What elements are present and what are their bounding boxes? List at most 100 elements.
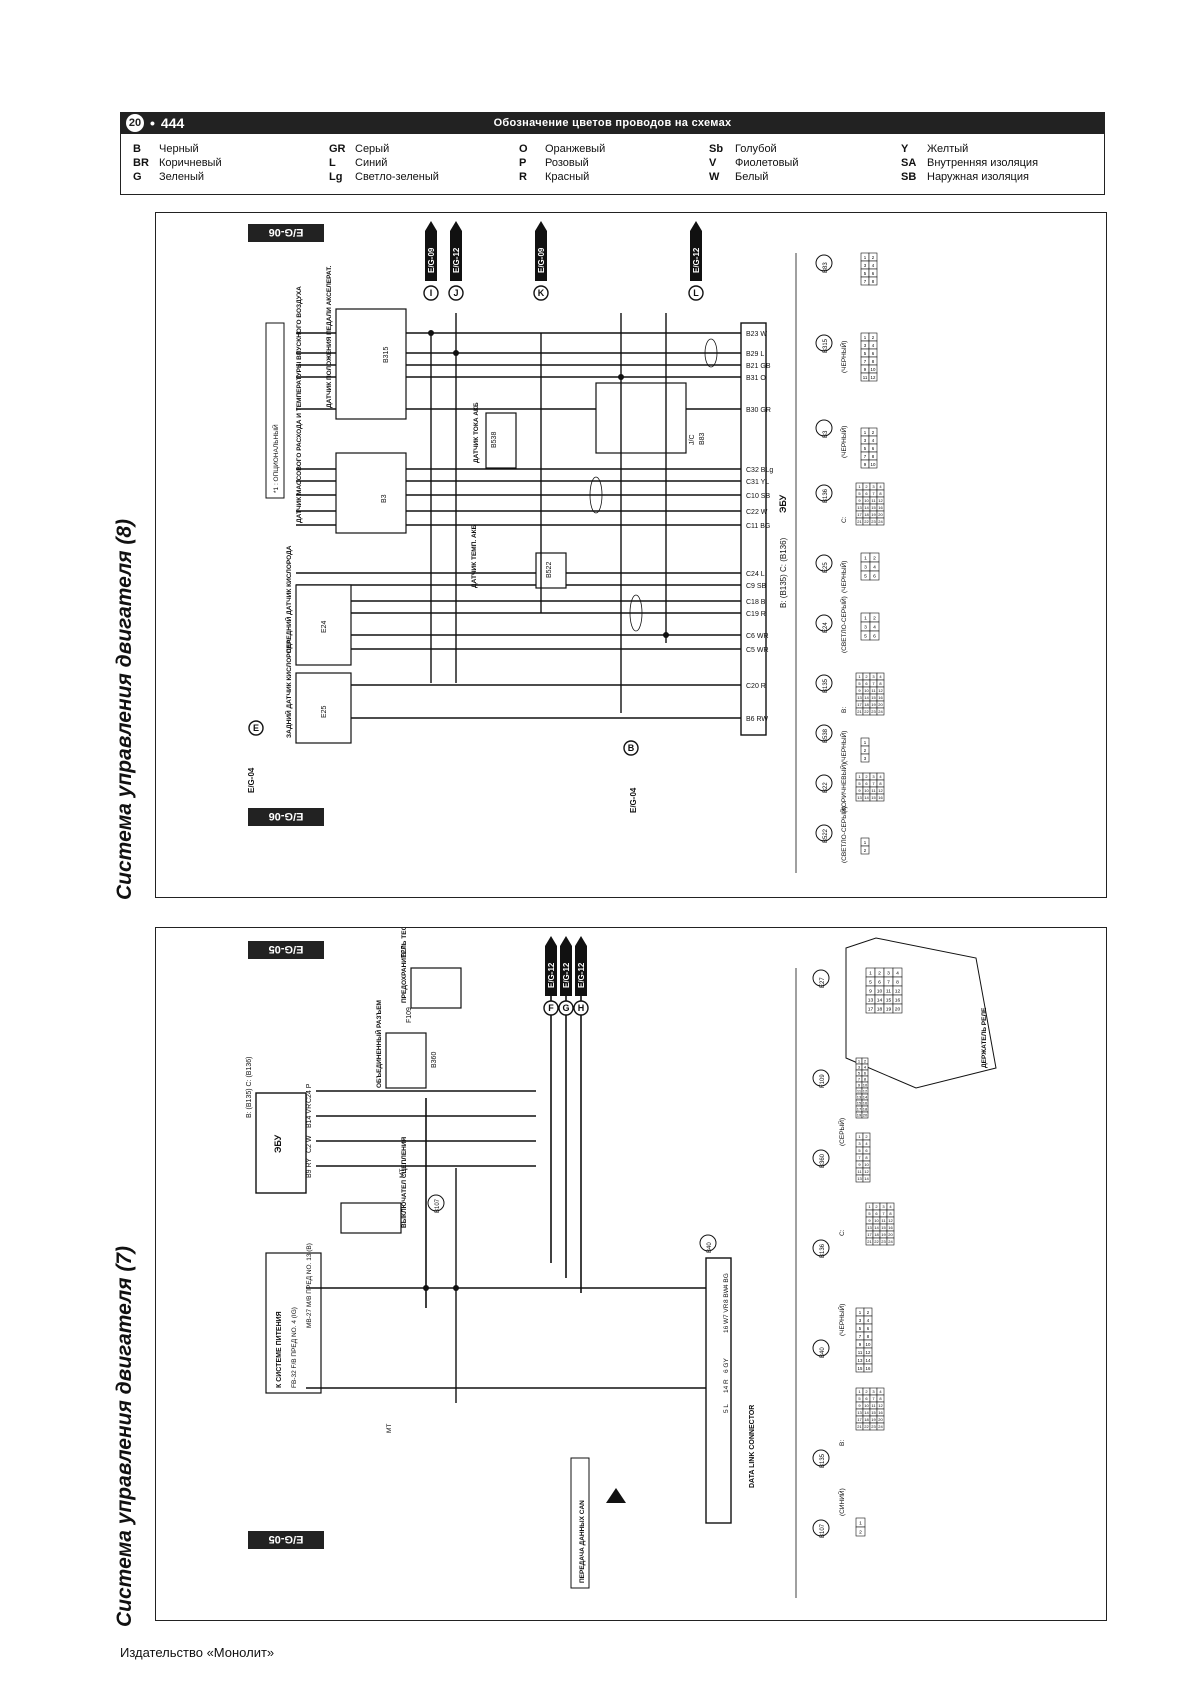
connector-pin-number: 6 xyxy=(872,446,875,451)
connector-pin-number: 10 xyxy=(864,498,869,503)
connector-pin-number: 24 xyxy=(878,709,883,714)
link-circle xyxy=(448,285,464,301)
connector-pin-number: 10 xyxy=(871,462,876,467)
connector-pin-number: 4 xyxy=(872,438,875,443)
link-circle xyxy=(543,1000,559,1016)
color-code: Lg xyxy=(329,171,343,183)
connector-pin xyxy=(892,1003,903,1014)
connector-id-circle xyxy=(812,1239,830,1257)
connector-pin-number: 18 xyxy=(877,1006,883,1012)
color-name: Синий xyxy=(355,157,388,169)
power-system-box xyxy=(265,1252,322,1394)
test-fuse-connector-id: E27 xyxy=(401,945,408,958)
color-name: Наружная изоляция xyxy=(927,171,1029,183)
connector-pin-number: 1 xyxy=(858,484,861,489)
header-title: Обозначение цветов проводов на схемах xyxy=(493,117,732,129)
connector-pin-number: 11 xyxy=(886,988,891,994)
connector-pin-number: 8 xyxy=(879,1396,882,1401)
connector-pin-number: 11 xyxy=(863,375,868,380)
connector-pin-number: 11 xyxy=(871,498,876,503)
color-code: P xyxy=(519,157,527,169)
color-code: BR xyxy=(133,157,149,169)
connector-pin-number: 16 xyxy=(863,1100,868,1105)
connector-pin-number: 19 xyxy=(886,1006,892,1012)
connector-pin-number: 4 xyxy=(873,564,876,570)
link-arrow-head xyxy=(425,221,437,231)
connector-view-id: B135 xyxy=(820,1453,826,1468)
connector-pin-number: 4 xyxy=(872,263,875,268)
connector-view-note: B: xyxy=(841,707,848,713)
connector-pin-number: 19 xyxy=(871,512,876,517)
connector-pin-number: 6 xyxy=(873,573,876,579)
accel-pedal-label: ДАТЧИК ПОЛОЖЕНИЯ ПЕДАЛИ АКСЕЛЕРАТ. xyxy=(326,266,333,408)
connector-pin-number: 13 xyxy=(868,997,874,1003)
link-J: J xyxy=(453,288,458,298)
connector-pin-number: 10 xyxy=(874,1218,879,1223)
bullet: • xyxy=(150,115,155,131)
connector-pin-number: 5 xyxy=(868,1211,871,1216)
connector-pin xyxy=(869,570,880,581)
connector-pin-number: 12 xyxy=(878,788,883,793)
section-badge: 20 xyxy=(126,114,144,132)
ecu-pin-label: C10 SB xyxy=(746,493,770,500)
connector-pin-number: 7 xyxy=(858,1076,861,1081)
dlc-pin-label: 16 W xyxy=(723,1317,730,1333)
connector-pin-number: 3 xyxy=(872,484,875,489)
can-arrow xyxy=(606,1488,626,1503)
ecu-label: ЭБУ xyxy=(273,1134,283,1153)
fuse-mb-label: MB-27 M/B ПРЕД NO. 13 (B) xyxy=(306,1243,313,1328)
connector-pin-number: 13 xyxy=(857,1094,862,1099)
connector-pin xyxy=(876,517,885,526)
connector-pin-number: 14 xyxy=(866,1358,871,1363)
link-arrow-body xyxy=(690,231,702,281)
relay-holder-label: ДЕРЖАТЕЛЬ РЕЛЕ xyxy=(981,1007,988,1068)
clutch-switch xyxy=(340,1202,402,1234)
link-E-ref: E/G-04 xyxy=(247,767,256,793)
connector-pin-number: 7 xyxy=(864,279,867,284)
connector-pin-number: 2 xyxy=(872,430,875,435)
connector-pin-number: 7 xyxy=(872,681,875,686)
connector-pin-number: 19 xyxy=(857,1112,862,1117)
fuse-fb-label: FB-32 F/B ПРЕД NO. 4 (IG) xyxy=(291,1307,298,1388)
connector-pin-number: 11 xyxy=(871,788,876,793)
ecu-pin-label: C2 W xyxy=(306,1135,313,1153)
connector-pin-number: 9 xyxy=(868,1218,871,1223)
junction-dot xyxy=(663,632,669,638)
front-o2-label: ПЕРЕДНИЙ ДАТЧИК КИСЛОРОДА xyxy=(284,545,293,653)
connector-pin-number: 2 xyxy=(865,674,868,679)
link-arrow-body xyxy=(575,946,587,996)
connector-pin-number: 13 xyxy=(857,505,862,510)
maf-connector-id: B3 xyxy=(381,494,388,503)
connector-pin-number: 9 xyxy=(869,988,872,994)
link-arrow-body xyxy=(560,946,572,996)
connector-pin-number: 13 xyxy=(858,1358,863,1363)
connector-pin-number: 16 xyxy=(878,695,883,700)
connector-view-id: B83 xyxy=(823,262,829,273)
connector-pin-number: 11 xyxy=(871,688,876,693)
connector-pin-number: 3 xyxy=(887,970,890,976)
connector-id-circle xyxy=(815,674,833,692)
link-arrow-head xyxy=(690,221,702,231)
connector-pin-number: 15 xyxy=(871,795,876,800)
connector-pin-number: 2 xyxy=(873,555,876,561)
connector-pin-number: 2 xyxy=(872,335,875,340)
connector-pin-number: 8 xyxy=(879,681,882,686)
connector-pin-number: 16 xyxy=(866,1366,871,1371)
connector-pin-number: 2 xyxy=(865,774,868,779)
connector-pin-number: 16 xyxy=(888,1225,893,1230)
connector-view-id: B22 xyxy=(823,782,829,793)
connector-pin-number: 18 xyxy=(864,1417,869,1422)
connector-pin xyxy=(861,1111,869,1119)
ecu-pin-label: C19 R xyxy=(746,611,766,618)
